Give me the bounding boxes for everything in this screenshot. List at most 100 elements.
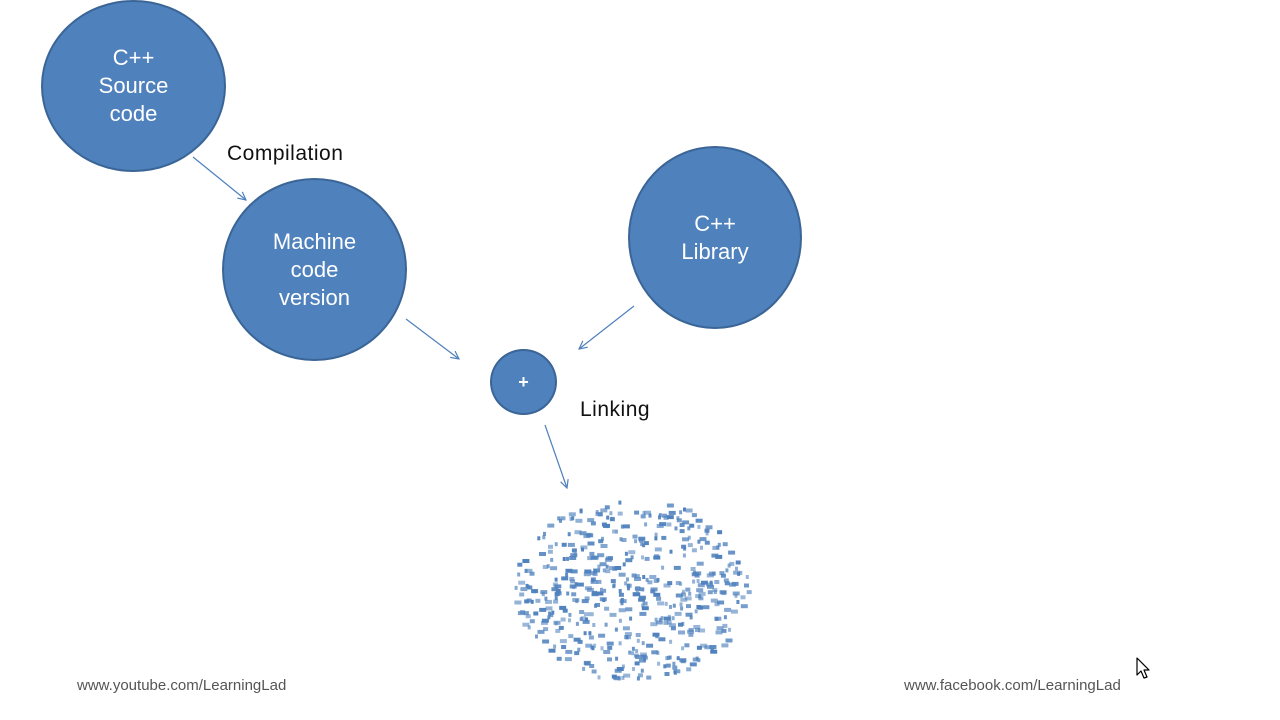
dissolve-pixel xyxy=(698,591,706,596)
dissolve-pixel xyxy=(601,536,604,541)
dissolve-pixel xyxy=(614,627,618,632)
dissolve-pixel xyxy=(554,592,560,597)
dissolve-pixel xyxy=(579,508,583,513)
facebook-link[interactable]: www.facebook.com/LearningLad xyxy=(904,677,1121,694)
dissolve-pixel xyxy=(679,602,683,607)
dissolve-pixel xyxy=(678,630,685,635)
dissolve-pixel xyxy=(722,623,728,628)
dissolve-pixel xyxy=(593,643,597,648)
dissolve-pixel xyxy=(635,655,643,659)
dissolve-pixel xyxy=(590,555,598,560)
dissolve-pixel xyxy=(590,580,598,584)
dissolve-pixel xyxy=(604,505,610,510)
machine-code-node: Machine code version xyxy=(222,178,407,361)
dissolve-pixel xyxy=(556,591,562,596)
dissolve-pixel xyxy=(649,575,657,579)
dissolve-pixel xyxy=(618,592,624,597)
dissolve-pixel xyxy=(566,591,570,596)
dissolve-pixel xyxy=(615,656,619,661)
dissolve-pixel xyxy=(638,658,646,663)
dissolve-pixel xyxy=(614,529,618,534)
dissolve-pixel xyxy=(600,646,604,651)
dissolve-pixel xyxy=(618,618,622,623)
dissolve-pixel xyxy=(552,582,558,587)
dissolve-pixel xyxy=(565,572,569,577)
dissolve-pixel xyxy=(540,590,548,595)
dissolve-pixel xyxy=(617,676,621,681)
compilation-label: Compilation xyxy=(227,142,344,165)
dissolve-pixel xyxy=(697,539,701,544)
dissolve-pixel xyxy=(553,599,559,604)
dissolve-pixel xyxy=(694,609,698,614)
dissolve-pixel xyxy=(533,611,539,616)
dissolve-pixel xyxy=(731,581,739,586)
dissolve-pixel xyxy=(591,669,597,674)
dissolve-pixel xyxy=(653,579,659,583)
dissolve-pixel xyxy=(561,542,567,547)
dissolve-pixel xyxy=(667,581,673,586)
dissolve-pixel xyxy=(526,598,532,603)
dissolve-pixel xyxy=(672,661,676,666)
youtube-link[interactable]: www.youtube.com/LearningLad xyxy=(77,677,287,694)
dissolve-pixel xyxy=(592,572,598,577)
dissolve-pixel xyxy=(721,591,727,596)
dissolve-pixel xyxy=(709,645,717,649)
dissolve-pixel xyxy=(543,531,546,536)
dissolve-pixel xyxy=(688,628,694,633)
dissolve-pixel xyxy=(683,546,687,551)
dissolve-pixel xyxy=(567,532,571,537)
dissolve-pixel xyxy=(687,526,691,531)
dissolve-pixel xyxy=(643,541,649,546)
dissolve-pixel xyxy=(517,572,521,577)
dissolve-pixel xyxy=(689,523,695,528)
dissolve-pixel xyxy=(733,570,741,575)
dissolve-pixel xyxy=(695,594,701,599)
dissolve-pixel xyxy=(565,649,573,654)
dissolve-pixel xyxy=(702,605,710,610)
dissolve-pixel xyxy=(527,625,531,630)
dissolve-pixel xyxy=(542,639,550,644)
dissolve-pixel xyxy=(544,596,548,601)
dissolve-pixel xyxy=(631,573,637,578)
dissolve-pixel xyxy=(659,522,667,527)
dissolve-pixel xyxy=(545,599,552,604)
dissolve-pixel xyxy=(646,675,652,680)
dissolve-pixel xyxy=(546,564,550,569)
dissolve-pixel xyxy=(560,516,566,521)
dissolve-pixel xyxy=(583,534,591,539)
dissolve-pixel xyxy=(630,555,634,560)
dissolve-pixel xyxy=(571,548,577,553)
dissolve-pixel xyxy=(590,521,596,526)
dissolve-pixel xyxy=(595,512,603,517)
dissolve-pixel xyxy=(633,653,639,658)
dissolve-pixel xyxy=(531,589,539,594)
dissolve-pixel xyxy=(622,626,630,631)
dissolve-pixel xyxy=(642,601,648,606)
dissolve-pixel xyxy=(553,620,561,625)
dissolve-pixel xyxy=(735,566,738,571)
dissolve-pixel xyxy=(696,588,704,593)
dissolve-pixel xyxy=(621,675,625,680)
dissolve-pixel xyxy=(663,583,671,588)
dissolve-pixel xyxy=(591,578,595,583)
dissolve-pixel xyxy=(727,563,731,568)
dissolve-pixel xyxy=(697,583,705,588)
dissolve-pixel xyxy=(629,616,633,621)
dissolve-pixel xyxy=(724,581,730,586)
dissolve-pixel xyxy=(696,561,704,566)
dissolve-pixel xyxy=(700,545,703,550)
dissolve-pixel xyxy=(551,610,555,615)
dissolve-pixel xyxy=(584,569,592,574)
dissolve-pixel xyxy=(585,643,593,648)
dissolve-pixel xyxy=(586,533,594,538)
dissolve-pixel xyxy=(650,589,656,594)
dissolve-pixel xyxy=(557,516,561,521)
dissolve-pixel xyxy=(681,646,685,651)
dissolve-pixel xyxy=(596,579,602,584)
dissolve-pixel xyxy=(692,579,696,584)
dissolve-pixel xyxy=(704,540,710,545)
dissolve-pixel xyxy=(711,648,714,653)
dissolve-pixel xyxy=(554,596,558,601)
dissolve-pixel xyxy=(600,508,608,513)
dissolve-pixel xyxy=(575,518,583,523)
